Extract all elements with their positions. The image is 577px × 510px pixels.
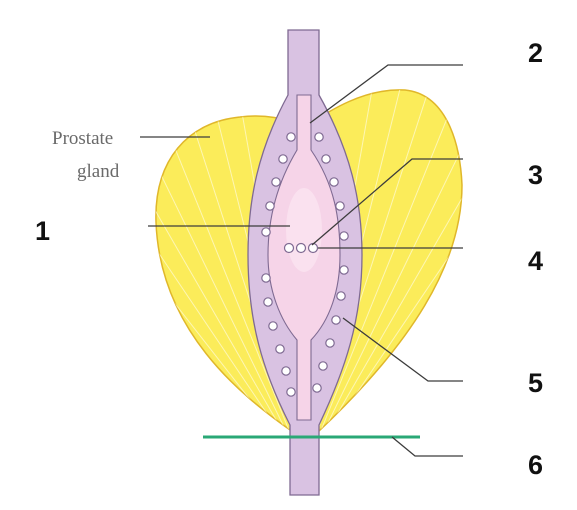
label-1: 1 [35,216,50,246]
duct-opening-icon [262,274,270,282]
duct-opening-icon [266,202,274,210]
gland-label-line1: Prostate [52,128,113,149]
duct-opening-icon [279,155,287,163]
duct-opening-icon [276,345,284,353]
duct-opening-icon [313,384,321,392]
duct-opening-icon [336,202,344,210]
duct-opening-icon [315,133,323,141]
duct-opening-icon [287,388,295,396]
duct-opening-icon [340,266,348,274]
label-4: 4 [528,246,543,276]
label-5: 5 [528,368,543,398]
label-6: 6 [528,450,543,480]
gland-label-line2: gland [77,161,120,182]
label-2: 2 [528,38,543,68]
pointer-line-6 [392,437,463,456]
duct-opening-icon [322,155,330,163]
duct-opening-icon [264,298,272,306]
duct-opening-icon [340,232,348,240]
duct-opening-icon [337,292,345,300]
ejaculatory-opening-icon [285,244,294,253]
duct-opening-icon [262,228,270,236]
urethra [248,30,362,495]
duct-opening-icon [287,133,295,141]
duct-opening-icon [269,322,277,330]
prostatic-utricle-swelling [286,188,322,272]
ejaculatory-opening-icon [297,244,306,253]
duct-opening-icon [319,362,327,370]
duct-opening-icon [330,178,338,186]
duct-opening-icon [326,339,334,347]
duct-opening-icon [282,367,290,375]
label-3: 3 [528,160,543,190]
duct-opening-icon [332,316,340,324]
duct-opening-icon [272,178,280,186]
